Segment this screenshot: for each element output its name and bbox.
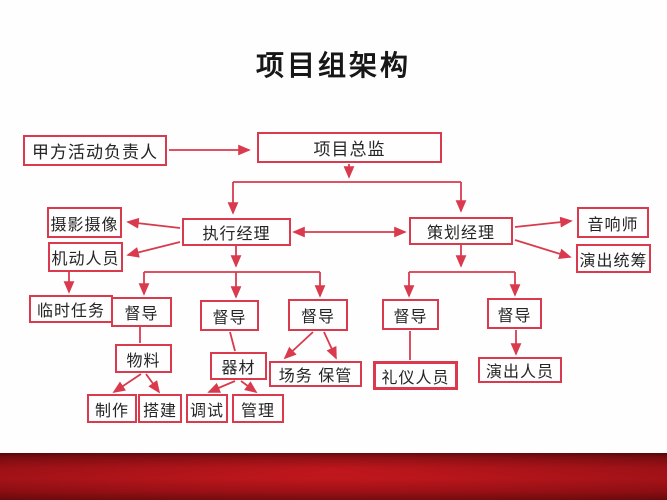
node-planning-manager: 策划经理 [409,217,513,245]
footer-red-bar [0,453,667,500]
node-sound-engineer: 音响师 [577,207,649,238]
node-supervisor-4: 督导 [382,299,439,330]
node-construction: 搭建 [138,394,182,423]
node-mobile-staff: 机动人员 [48,242,123,272]
page-title: 项目组架构 [255,51,411,82]
node-supervisor-3: 督导 [288,299,348,331]
node-production: 制作 [87,394,137,423]
node-venue-custody: 场务 保管 [269,361,362,387]
node-etiquette-staff: 礼仪人员 [373,361,458,390]
node-supervisor-2: 督导 [200,300,259,331]
node-show-coordinator: 演出统筹 [576,244,651,273]
node-performers: 演出人员 [478,357,562,383]
node-materials: 物料 [115,344,172,373]
node-client-lead: 甲方活动负责人 [23,135,167,166]
node-photo-video: 摄影摄像 [47,207,122,238]
node-debugging: 调试 [186,394,228,423]
node-project-director: 项目总监 [257,132,442,163]
node-management: 管理 [232,394,284,423]
node-temp-tasks: 临时任务 [29,295,113,323]
node-supervisor-5: 督导 [487,298,542,329]
node-execution-manager: 执行经理 [182,218,291,246]
node-equipment: 器材 [210,352,267,380]
node-supervisor-1: 督导 [111,297,172,327]
